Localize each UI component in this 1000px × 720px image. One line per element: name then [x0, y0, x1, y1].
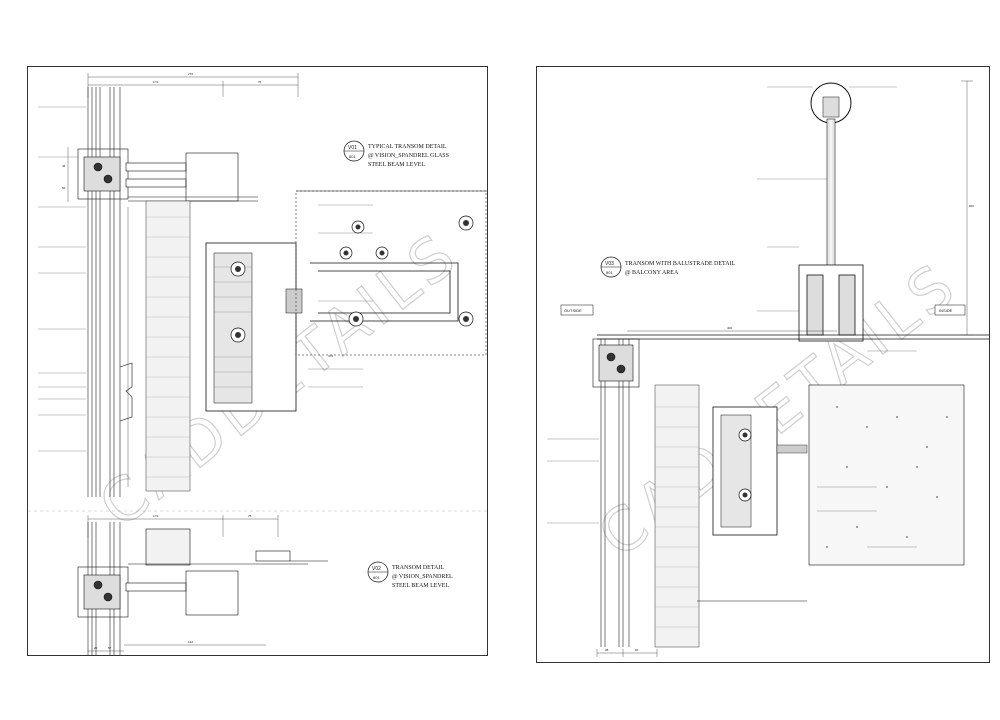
drawing-sheet-right: CADDETAILS [536, 66, 990, 663]
detail-tag-2-sheet: 801 [373, 575, 380, 580]
dim-bottom-b: 60 [635, 648, 639, 652]
mullion-profile [87, 87, 121, 497]
handrail [810, 82, 852, 124]
transom-profile [592, 338, 640, 388]
detail-tag-1: V01 801 [343, 140, 365, 162]
vertical-dimensions [627, 80, 973, 336]
callout-leaders [547, 86, 917, 548]
dim-top-b: 75 [258, 80, 262, 84]
transom-profile-2 [77, 528, 328, 618]
inside-label: INSIDE [939, 308, 953, 313]
detail-1-title: TYPICAL TRANSOM DETAIL [368, 144, 447, 150]
dim-vert-overall: 900 [969, 204, 974, 208]
detail-1-subtitle: @ VISION_SPANDREL GLASS [368, 153, 449, 159]
bottom-dimensions [596, 649, 658, 657]
floor-slab [597, 334, 989, 566]
vertical-dimensions [67, 147, 129, 487]
detail-tag-2: V02 801 [367, 561, 389, 583]
firestop-profile [119, 362, 133, 422]
anchor-bolts [339, 215, 474, 327]
detail-3-subtitle: @ BALCONY AREA [625, 270, 679, 276]
detail-tag-3: V03 801 [600, 256, 622, 278]
steel-bracket [712, 406, 808, 536]
detail-2-title: TRANSOM DETAIL [392, 565, 444, 571]
detail-tag-2-number: V02 [372, 566, 381, 572]
top-dimensions [87, 73, 299, 97]
dim-vert-a: 45 [62, 164, 66, 168]
dim-mid-a: 370 [328, 354, 333, 358]
callout-leaders [38, 106, 373, 452]
steel-beam [295, 190, 487, 356]
dim-vert-b: 50 [62, 186, 66, 190]
detail-1-level: STEEL BEAM LEVEL [368, 162, 425, 168]
dim-d2-top-a: 173 [153, 514, 158, 518]
outside-label: OUTSIDE [564, 308, 582, 313]
inside-tag: INSIDE [934, 304, 966, 316]
detail-2-subtitle: @ VISION_SPANDREL [392, 574, 453, 580]
dim-horiz-a: 400 [727, 326, 732, 330]
mullion-profile [600, 339, 630, 647]
spandrel-insulation [654, 384, 700, 648]
transom-details-drawing: CADDETAILS 276 173 75 [28, 72, 487, 655]
detail-tag-3-sheet: 801 [606, 270, 613, 275]
dim-top-a: 173 [153, 80, 158, 84]
dim-d2-top-b: 75 [248, 514, 252, 518]
dim-bottom-a: 38 [605, 648, 609, 652]
detail-tag-1-sheet: 801 [349, 154, 356, 159]
detail-2-level: STEEL BEAM LEVEL [392, 583, 449, 589]
steel-bracket [205, 242, 303, 412]
detail-tag-3-number: V03 [605, 261, 614, 267]
drawing-sheet-left: CADDETAILS 276 173 75 [27, 66, 488, 656]
dim-bottom-a: 20 [94, 646, 98, 650]
concrete-aggregate [826, 406, 948, 548]
balustrade-shoe [798, 264, 864, 342]
detail-2-dimensions [87, 515, 279, 646]
transom-profile-1 [77, 148, 258, 202]
detail-tag-1-number: V01 [348, 145, 357, 151]
detail-3-title: TRANSOM WITH BALUSTRADE DETAIL [625, 261, 736, 267]
dim-bottom-b: 57 [108, 646, 112, 650]
spandrel-insulation [145, 200, 191, 492]
balustrade-detail-drawing: CADDETAILS [547, 80, 989, 657]
outside-tag: OUTSIDE [560, 304, 594, 316]
dim-top-overall: 276 [188, 72, 193, 76]
dim-d2-bottom: 162 [188, 640, 193, 644]
